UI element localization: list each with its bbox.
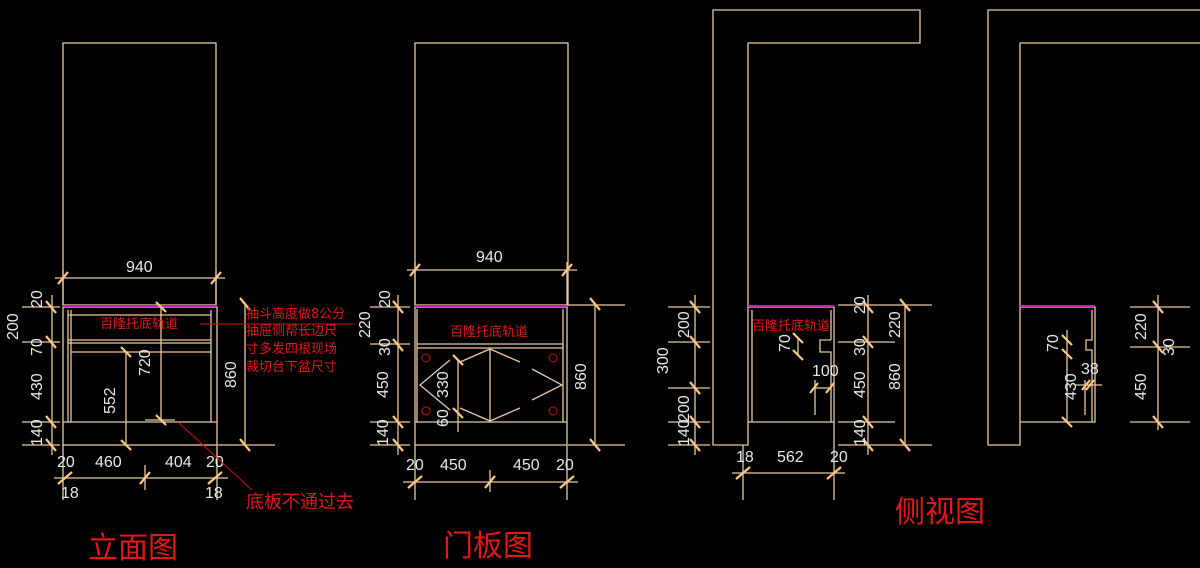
rail-label: 百隆托底轨道 [752, 318, 830, 334]
dim-width: 940 [476, 249, 503, 266]
dim-bottom-20b: 20 [206, 454, 224, 471]
note-line: 抽斗高度做8公分 [246, 306, 345, 322]
dim-18: 18 [736, 449, 754, 466]
note-line: 裁切台下盆尺寸 [246, 359, 337, 375]
rail-label: 百隆托底轨道 [100, 316, 178, 332]
dim-220: 220 [357, 311, 374, 338]
dim-70: 70 [1045, 334, 1062, 352]
note-line: 寸多发四根现场 [246, 341, 337, 357]
dim-bottom-20a: 20 [406, 457, 424, 474]
dim-bottom-20a: 20 [57, 454, 75, 471]
elevation-view: 940 20 200 70 430 140 720 552 860 20 460… [5, 42, 355, 566]
dim-450: 450 [375, 371, 392, 398]
dim-30: 30 [1161, 338, 1178, 356]
dim-60: 60 [435, 409, 452, 427]
dim-562: 562 [777, 449, 804, 466]
dim-140: 140 [852, 419, 869, 446]
dim-bottom-18a: 18 [61, 485, 79, 502]
dim-bottom-450a: 450 [440, 457, 467, 474]
dim-552: 552 [102, 387, 119, 414]
dim-860: 860 [223, 361, 240, 388]
door-panel-view: 940 20 220 30 450 140 330 60 860 20 450 … [357, 42, 625, 564]
elevation-title: 立面图 [88, 531, 178, 566]
dim-860: 860 [573, 363, 590, 390]
dim-bottom-20b: 20 [556, 457, 574, 474]
bottom-board-note: 底板不通过去 [246, 492, 354, 513]
dim-left-20: 20 [29, 290, 46, 308]
dim-38: 38 [1081, 361, 1099, 378]
dim-left-140: 140 [29, 419, 46, 446]
dim-860: 860 [887, 363, 904, 390]
dim-100: 100 [812, 363, 839, 380]
side-view-title: 侧视图 [895, 495, 985, 530]
dim-left-430: 430 [29, 373, 46, 400]
dim-220: 220 [1133, 313, 1150, 340]
dim-bottom-450b: 450 [513, 457, 540, 474]
dim-20: 20 [377, 290, 394, 308]
dim-140: 140 [375, 419, 392, 446]
dim-bottom-460: 460 [95, 454, 122, 471]
dim-140: 140 [676, 419, 693, 446]
dim-20b: 20 [830, 449, 848, 466]
note-line: 抽屉侧帮长边尺 [246, 324, 337, 339]
dim-left-70: 70 [29, 338, 46, 356]
rail-label: 百隆托底轨道 [450, 324, 528, 340]
dim-430: 430 [1063, 373, 1080, 400]
dim-330: 330 [435, 371, 452, 398]
dim-300: 300 [655, 347, 672, 374]
dim-30: 30 [377, 338, 394, 356]
dim-70: 70 [777, 334, 794, 352]
dim-450: 450 [852, 371, 869, 398]
dim-bottom-18b: 18 [205, 485, 223, 502]
dim-450: 450 [1133, 373, 1150, 400]
dim-20: 20 [852, 296, 869, 314]
side-view-2: 70 430 38 220 30 450 [987, 9, 1200, 446]
door-panel-title: 门板图 [443, 529, 533, 564]
dim-720: 720 [137, 349, 154, 376]
dim-30: 30 [852, 338, 869, 356]
dim-220: 220 [887, 311, 904, 338]
dim-200a: 200 [676, 311, 693, 338]
dim-left-200: 200 [5, 313, 22, 340]
dim-200b: 200 [676, 395, 693, 422]
dim-width: 940 [126, 259, 153, 276]
side-view: 70 100 300 200 200 140 20 30 450 140 220… [655, 9, 985, 530]
dim-bottom-404: 404 [165, 454, 192, 471]
